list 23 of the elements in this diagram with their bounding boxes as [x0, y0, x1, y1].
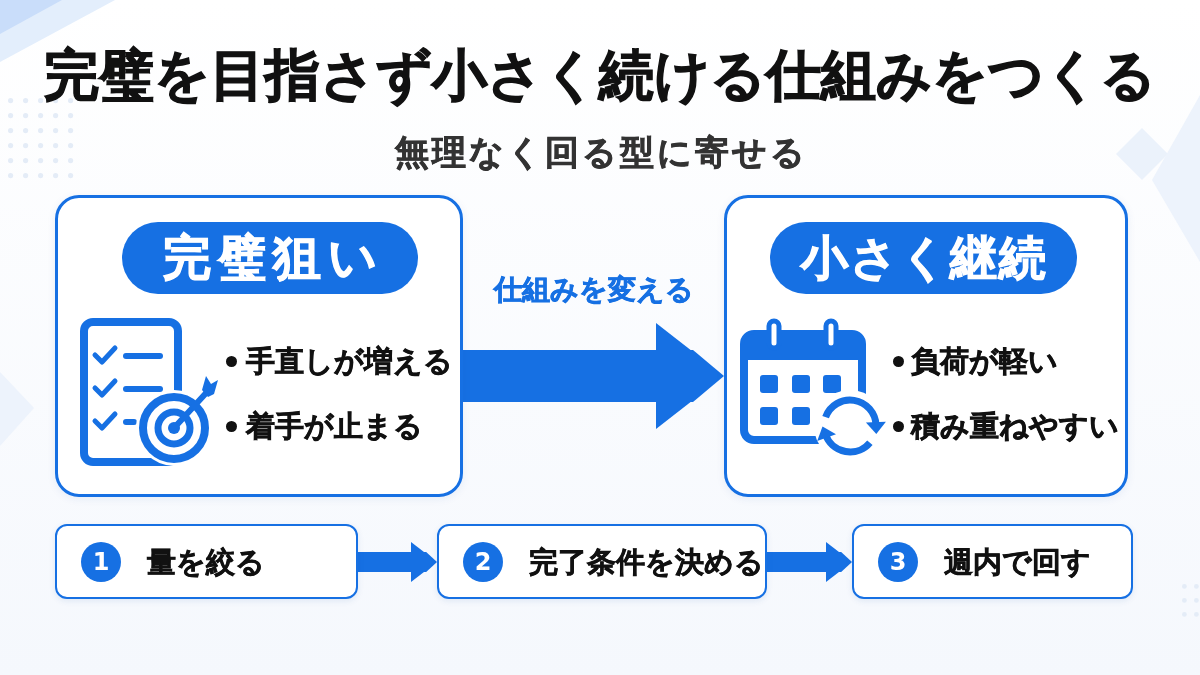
panel-heading: 完璧狙い — [122, 222, 418, 294]
step-card — [55, 524, 358, 599]
comparison-panel — [724, 195, 1128, 497]
block-arrow — [358, 542, 437, 582]
panel-heading: 小さく継続 — [770, 222, 1077, 294]
bullet-text: 負荷が軽い — [911, 343, 1058, 380]
subtitle: 無理なく回る型に寄せる — [394, 132, 808, 172]
block-arrow — [767, 542, 852, 582]
comparison-panel — [55, 195, 463, 497]
title: 完璧を目指さず小さく続ける仕組みをつくる — [44, 44, 1156, 106]
step-number: 3 — [878, 541, 918, 582]
step-text: 完了条件を決める — [529, 543, 764, 580]
bullet-text: 積み重ねやすい — [911, 408, 1119, 445]
step-text: 量を絞る — [147, 543, 265, 580]
step-number: 1 — [81, 541, 121, 582]
step-text: 週内で回す — [944, 543, 1091, 580]
bullet-text: 着手が止まる — [246, 408, 423, 445]
bullet-text: 手直しが増える — [246, 343, 453, 380]
edge-label: 仕組みを変える — [493, 272, 694, 308]
step-card — [852, 524, 1133, 599]
step-card — [437, 524, 767, 599]
block-arrow — [463, 323, 724, 429]
step-number: 2 — [463, 541, 503, 582]
